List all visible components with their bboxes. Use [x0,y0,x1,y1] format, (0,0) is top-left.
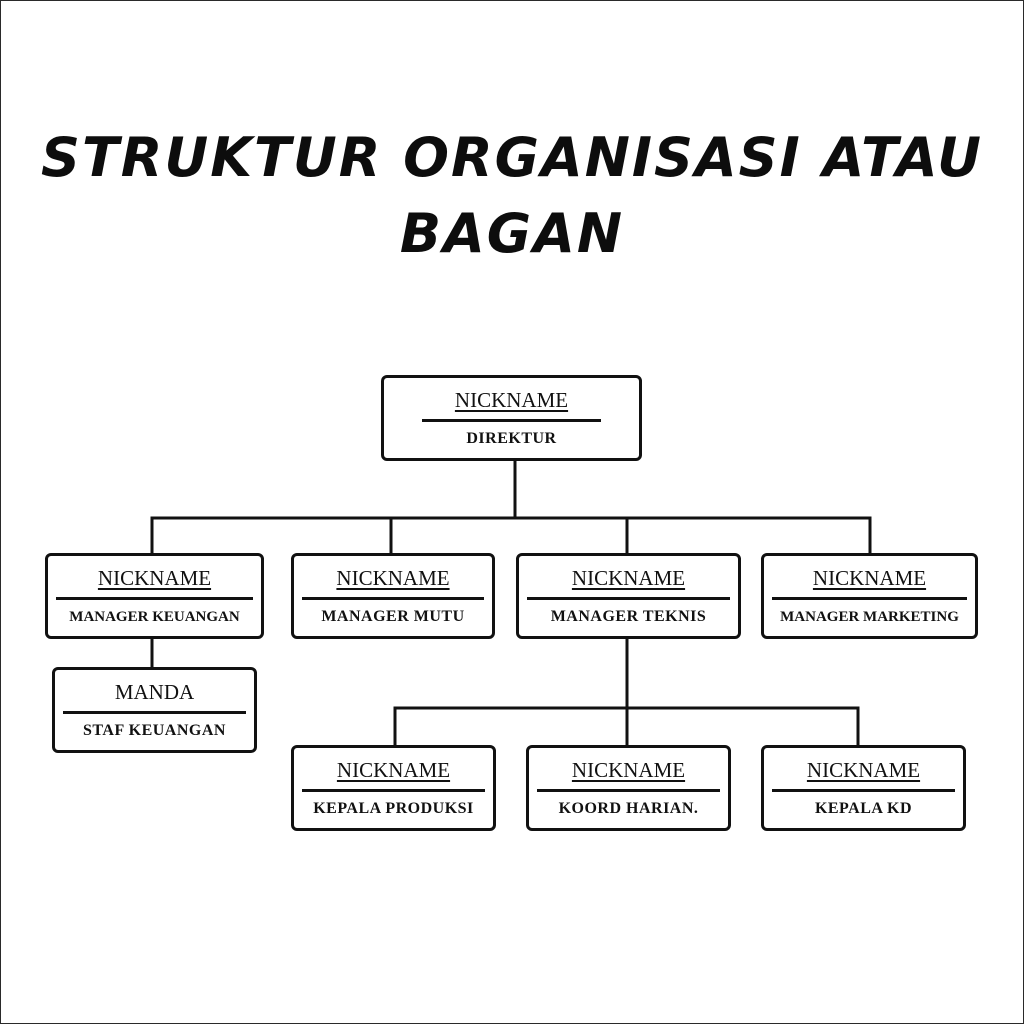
node-manager-marketing: NICKNAME MANAGER MARKETING [761,553,978,639]
node-manager-teknis: NICKNAME MANAGER TEKNIS [516,553,741,639]
node-name: NICKNAME [336,566,450,590]
node-kepala-produksi: NICKNAME KEPALA PRODUKSI [291,745,496,831]
node-direktur: NICKNAME DIREKTUR [381,375,642,461]
node-divider [772,597,967,600]
node-divider [537,789,720,792]
node-staf-keuangan: MANDA STAF KEUANGAN [52,667,257,753]
node-name: NICKNAME [336,758,451,782]
node-divider [56,597,253,600]
node-role: KEPALA KD [814,800,913,817]
node-name: NICKNAME [97,566,212,590]
node-name: NICKNAME [571,566,686,590]
node-name: NICKNAME [571,758,686,782]
title-line-2: BAGAN [399,202,625,265]
node-name: NICKNAME [812,566,927,590]
node-role: KOORD HARIAN. [558,800,699,817]
node-koord-harian: NICKNAME KOORD HARIAN. [526,745,731,831]
node-role: STAF KEUANGAN [83,722,226,739]
node-name: MANDA [114,680,195,704]
node-name: NICKNAME [806,758,921,782]
node-role: MANAGER MUTU [321,608,465,625]
node-divider [302,789,485,792]
node-divider [302,597,484,600]
node-role: KEPALA PRODUKSI [313,800,474,817]
node-kepala-kd: NICKNAME KEPALA KD [761,745,966,831]
node-role: MANAGER KEUANGAN [69,609,240,625]
node-divider [772,789,955,792]
node-name: NICKNAME [454,388,569,412]
node-role: DIREKTUR [466,430,557,447]
node-divider [63,711,246,714]
node-divider [422,419,601,422]
node-role: MANAGER MARKETING [780,609,959,625]
title-line-1: STRUKTUR ORGANISASI ATAU [41,126,983,189]
node-manager-keuangan: NICKNAME MANAGER KEUANGAN [45,553,264,639]
node-manager-mutu: NICKNAME MANAGER MUTU [291,553,495,639]
node-role: MANAGER TEKNIS [550,608,707,625]
node-divider [527,597,730,600]
page-title: STRUKTUR ORGANISASI ATAU BAGAN [40,120,984,272]
